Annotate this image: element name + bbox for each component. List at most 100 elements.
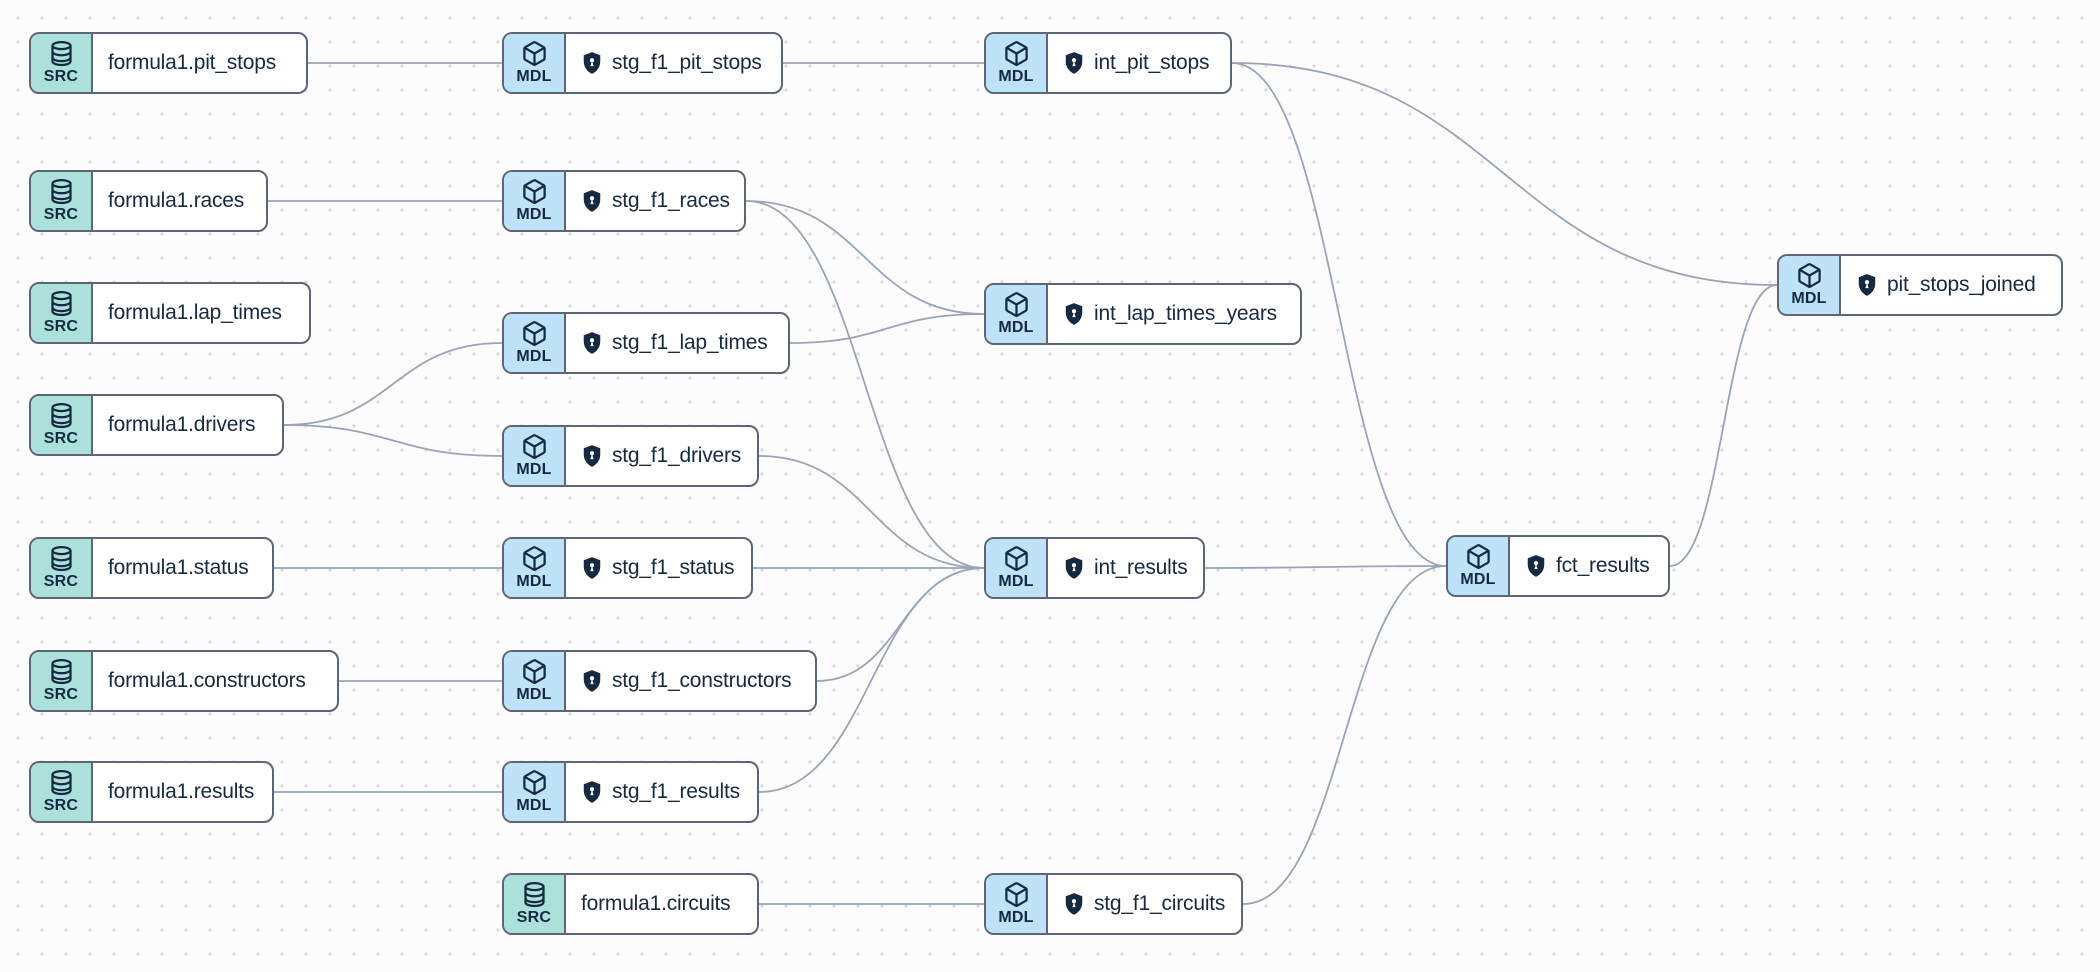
- node-body: int_pit_stops: [1048, 34, 1230, 92]
- node-stg_f1_circuits[interactable]: MDL stg_f1_circuits: [984, 873, 1243, 935]
- edge-fct_results-to-pit_stops_joined: [1669, 284, 1778, 567]
- node-body: stg_f1_status: [566, 539, 751, 597]
- node-type-badge: SRC: [31, 172, 93, 230]
- node-type-label: MDL: [516, 461, 552, 479]
- node-type-badge: SRC: [31, 652, 93, 710]
- node-pit_stops_joined[interactable]: MDL pit_stops_joined: [1777, 254, 2063, 316]
- node-type-label: SRC: [43, 573, 79, 591]
- node-stg_f1_results[interactable]: MDL stg_f1_results: [502, 761, 759, 823]
- shield-lock-icon: [1525, 554, 1547, 578]
- node-body: stg_f1_circuits: [1048, 875, 1241, 933]
- node-formula1.circuits[interactable]: SRC formula1.circuits: [502, 873, 759, 935]
- node-type-badge: MDL: [504, 34, 566, 92]
- node-body: int_lap_times_years: [1048, 285, 1300, 343]
- node-stg_f1_constructors[interactable]: MDL stg_f1_constructors: [502, 650, 817, 712]
- node-formula1.drivers[interactable]: SRC formula1.drivers: [29, 394, 284, 456]
- node-label: stg_f1_results: [612, 780, 740, 803]
- cube-icon: [1465, 543, 1492, 570]
- cube-icon: [521, 320, 548, 347]
- node-label: int_results: [1094, 556, 1188, 579]
- edge-formula1.drivers-to-stg_f1_lap_times: [283, 342, 503, 426]
- node-body: stg_f1_drivers: [566, 427, 757, 485]
- shield-lock-icon: [1063, 556, 1085, 580]
- shield-lock-icon: [1063, 51, 1085, 75]
- edge-int_pit_stops-to-pit_stops_joined: [1231, 62, 1778, 286]
- node-label: formula1.lap_times: [108, 301, 282, 324]
- node-label: formula1.constructors: [108, 669, 306, 692]
- edge-stg_f1_races-to-int_results: [745, 200, 985, 569]
- node-type-label: MDL: [516, 573, 552, 591]
- node-type-label: SRC: [43, 68, 79, 86]
- cube-icon: [1003, 545, 1030, 572]
- cube-icon: [1796, 262, 1823, 289]
- database-icon: [48, 402, 75, 429]
- node-label: stg_f1_status: [612, 556, 735, 579]
- node-type-label: SRC: [43, 206, 79, 224]
- node-type-badge: MDL: [504, 172, 566, 230]
- node-formula1.status[interactable]: SRC formula1.status: [29, 537, 274, 599]
- node-int_lap_times_years[interactable]: MDL int_lap_times_years: [984, 283, 1302, 345]
- node-label: formula1.races: [108, 189, 245, 212]
- node-body: formula1.circuits: [566, 875, 757, 933]
- node-type-label: MDL: [998, 909, 1034, 927]
- database-icon: [48, 290, 75, 317]
- node-type-label: SRC: [43, 430, 79, 448]
- database-icon: [48, 178, 75, 205]
- node-type-label: MDL: [1791, 290, 1827, 308]
- shield-lock-icon: [581, 331, 603, 355]
- node-type-badge: SRC: [31, 763, 93, 821]
- cube-icon: [1003, 881, 1030, 908]
- node-type-badge: MDL: [504, 652, 566, 710]
- node-stg_f1_races[interactable]: MDL stg_f1_races: [502, 170, 746, 232]
- edge-stg_f1_results-to-int_results: [758, 567, 985, 793]
- cube-icon: [521, 40, 548, 67]
- node-formula1.races[interactable]: SRC formula1.races: [29, 170, 268, 232]
- node-body: formula1.lap_times: [93, 284, 309, 342]
- node-fct_results[interactable]: MDL fct_results: [1446, 535, 1670, 597]
- node-body: formula1.constructors: [93, 652, 337, 710]
- node-type-label: SRC: [516, 909, 552, 927]
- edge-stg_f1_drivers-to-int_results: [758, 455, 985, 569]
- shield-lock-icon: [581, 51, 603, 75]
- database-icon: [48, 658, 75, 685]
- node-type-badge: SRC: [31, 34, 93, 92]
- node-type-badge: SRC: [31, 284, 93, 342]
- node-type-badge: SRC: [504, 875, 566, 933]
- database-icon: [48, 40, 75, 67]
- node-type-badge: MDL: [504, 427, 566, 485]
- cube-icon: [521, 433, 548, 460]
- node-type-badge: MDL: [986, 285, 1048, 343]
- node-formula1.lap_times[interactable]: SRC formula1.lap_times: [29, 282, 311, 344]
- cube-icon: [521, 178, 548, 205]
- node-formula1.results[interactable]: SRC formula1.results: [29, 761, 274, 823]
- node-label: stg_f1_circuits: [1094, 892, 1226, 915]
- edge-stg_f1_constructors-to-int_results: [816, 567, 985, 682]
- node-type-badge: MDL: [1448, 537, 1510, 595]
- node-body: stg_f1_races: [566, 172, 744, 230]
- node-body: formula1.pit_stops: [93, 34, 306, 92]
- node-label: formula1.drivers: [108, 413, 256, 436]
- shield-lock-icon: [581, 780, 603, 804]
- node-type-label: MDL: [516, 797, 552, 815]
- node-label: stg_f1_pit_stops: [612, 51, 762, 74]
- node-label: pit_stops_joined: [1887, 273, 2036, 296]
- edge-stg_f1_circuits-to-fct_results: [1242, 565, 1447, 905]
- node-stg_f1_lap_times[interactable]: MDL stg_f1_lap_times: [502, 312, 790, 374]
- node-stg_f1_drivers[interactable]: MDL stg_f1_drivers: [502, 425, 759, 487]
- node-stg_f1_pit_stops[interactable]: MDL stg_f1_pit_stops: [502, 32, 783, 94]
- node-body: stg_f1_lap_times: [566, 314, 788, 372]
- node-label: formula1.circuits: [581, 892, 731, 915]
- node-formula1.constructors[interactable]: SRC formula1.constructors: [29, 650, 339, 712]
- node-label: formula1.results: [108, 780, 255, 803]
- node-type-badge: MDL: [986, 34, 1048, 92]
- edge-stg_f1_races-to-int_lap_times_years: [745, 200, 985, 315]
- node-label: int_pit_stops: [1094, 51, 1210, 74]
- node-int_pit_stops[interactable]: MDL int_pit_stops: [984, 32, 1232, 94]
- node-stg_f1_status[interactable]: MDL stg_f1_status: [502, 537, 753, 599]
- node-label: stg_f1_races: [612, 189, 730, 212]
- node-body: int_results: [1048, 539, 1203, 597]
- node-formula1.pit_stops[interactable]: SRC formula1.pit_stops: [29, 32, 308, 94]
- node-int_results[interactable]: MDL int_results: [984, 537, 1205, 599]
- node-type-badge: MDL: [504, 539, 566, 597]
